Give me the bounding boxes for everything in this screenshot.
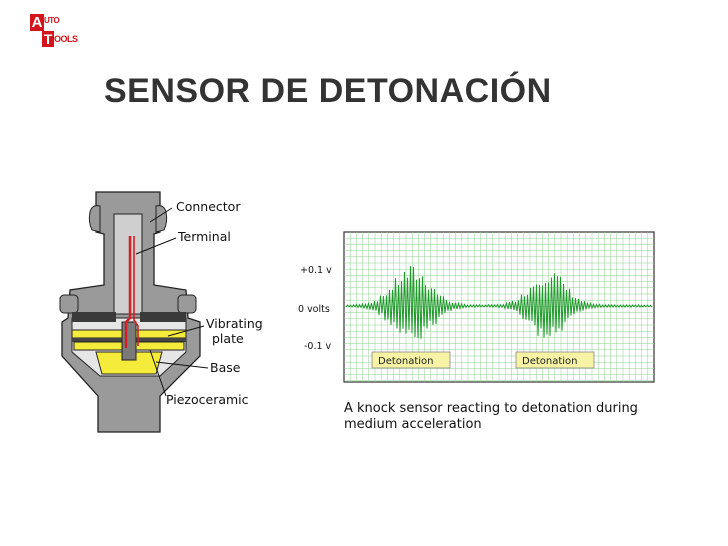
detonation-label-2: Detonation [522,356,578,367]
logo-ools: OOLS [54,34,78,44]
logo-uto: UTO [44,16,60,25]
label-connector: Connector [176,199,241,214]
autotools-logo: A UTO T OOLS [30,14,78,48]
connector-collar [155,205,168,233]
seal-right [140,312,186,322]
terminal-leader [135,237,177,255]
terminal-wire-2 [133,236,139,346]
scope-caption-line-1: A knock sensor reacting to detonation du… [344,401,638,416]
detonation-box-1 [371,351,451,369]
knock-sensor-cross-section [59,191,209,433]
y-tick-plus: +0.1 v [300,265,332,276]
vibrating-leader [167,325,205,337]
connector-leader [149,207,173,223]
y-tick-zero: 0 volts [298,304,330,315]
left-flange [59,294,79,314]
connector-bore [113,213,143,315]
label-vibrating: Vibrating [206,316,263,331]
detonation-label-1: Detonation [378,356,434,367]
base-leader [155,361,209,369]
center-post [121,321,137,361]
right-flange [177,294,197,314]
detonation-box-2 [515,351,595,369]
seal-left [72,312,116,322]
label-plate: plate [212,331,244,346]
piezo-leader [149,349,167,397]
label-terminal: Terminal [177,229,231,244]
label-piezoceramic: Piezoceramic [166,392,249,407]
slide-title: SENSOR DE DETONACIÓN [104,72,552,110]
sensor-base [95,351,163,375]
connector-collar [88,205,101,233]
scope-caption-line-2: medium acceleration [344,417,482,432]
logo-letter-a: A [30,14,44,31]
knock-signal-trace [345,266,653,339]
y-tick-minus: -0.1 v [304,341,332,352]
logo-letter-t: T [42,31,54,47]
label-base: Base [210,360,241,375]
terminal-wire [124,236,132,348]
